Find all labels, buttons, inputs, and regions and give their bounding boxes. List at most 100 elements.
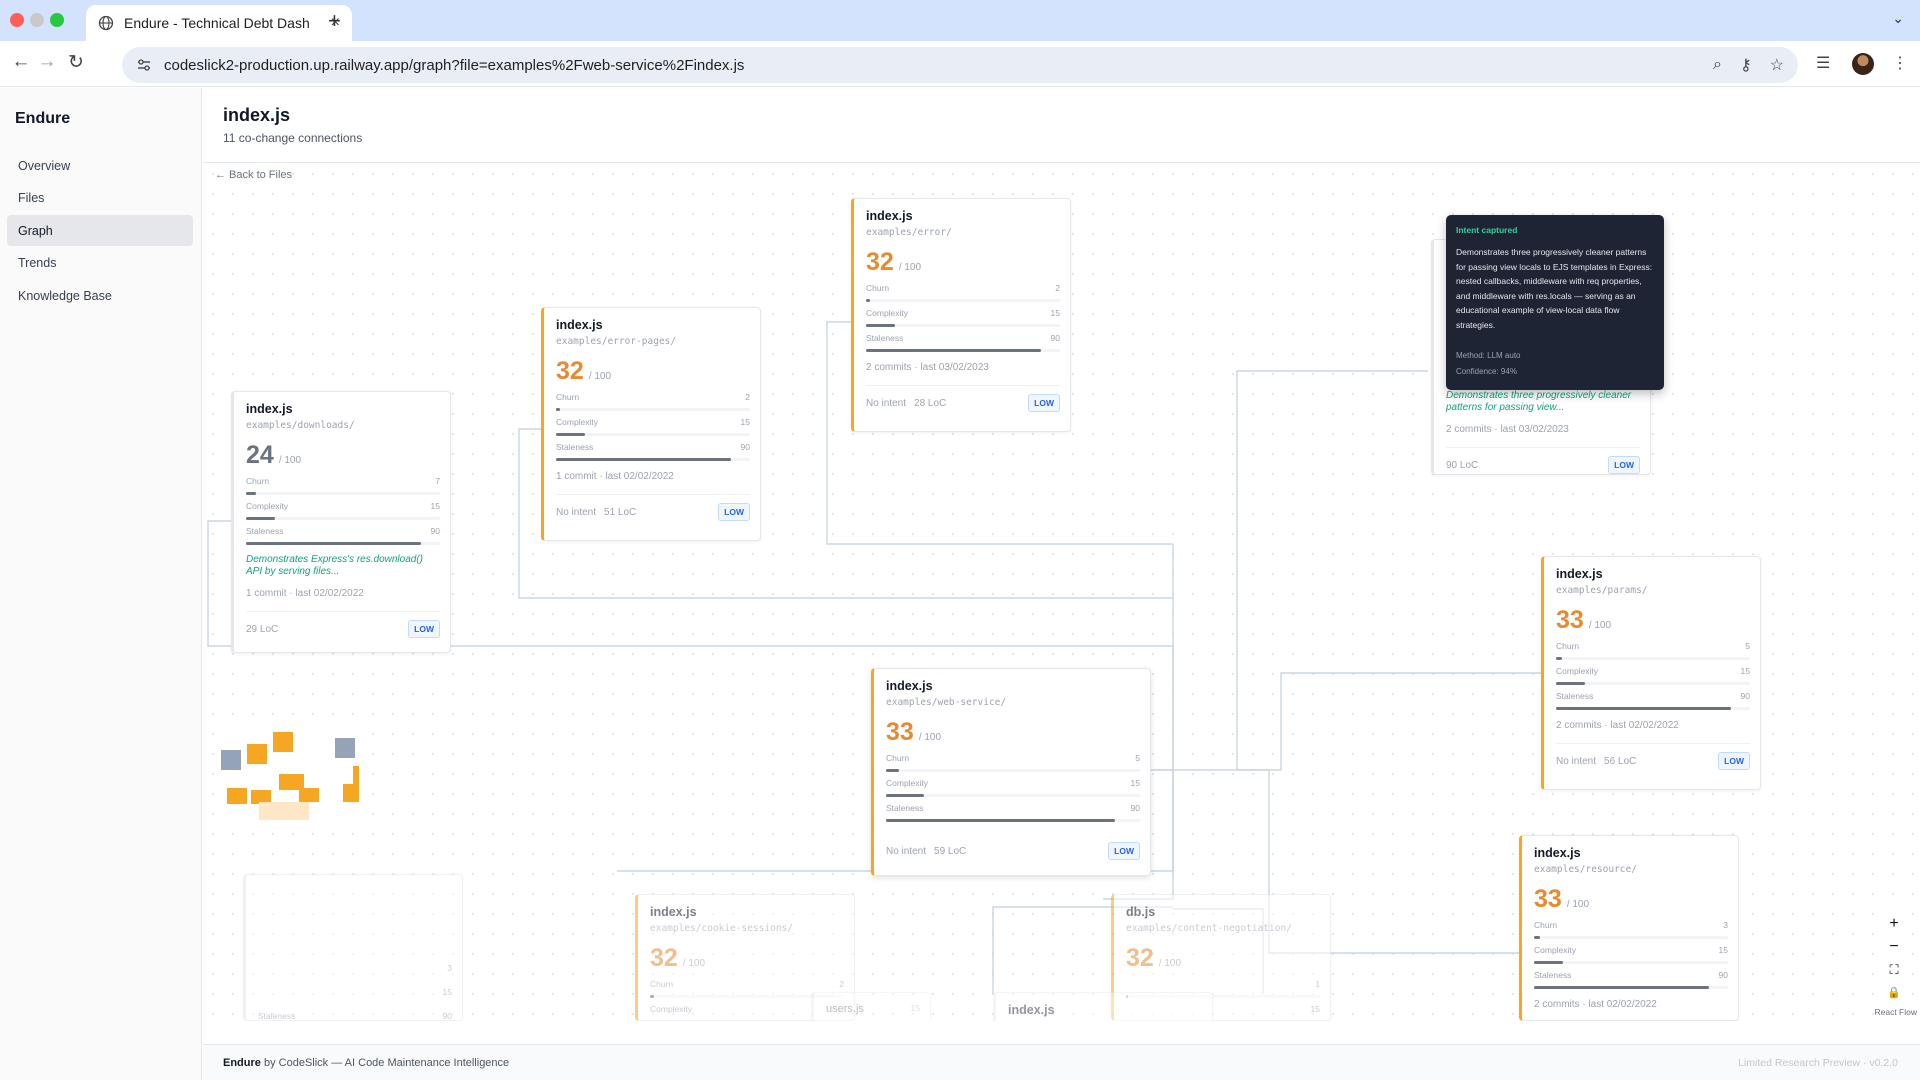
score-max: / 100 <box>278 455 302 466</box>
metric-label: Complexity <box>866 308 909 318</box>
address-bar[interactable]: codeslick2-production.up.railway.app/gra… <box>122 47 1798 83</box>
zoom-icon[interactable]: ⌕ <box>1712 56 1722 73</box>
sidebar-item-graph[interactable]: Graph <box>7 215 193 246</box>
tooltip-body: Demonstrates three progressively cleaner… <box>1456 247 1653 330</box>
metric-bar-fill <box>556 433 586 436</box>
maximize-window-button[interactable] <box>50 13 64 27</box>
metric-value: 15 <box>430 501 440 511</box>
no-intent-label: No intent <box>556 506 597 518</box>
forward-arrow-icon[interactable]: → <box>37 51 57 72</box>
metric-bar <box>1556 657 1750 660</box>
graph-canvas[interactable]: ← Back to Files index.js examples/downlo… <box>203 164 1920 1021</box>
back-arrow-icon[interactable]: ← <box>11 51 31 72</box>
metric-row-2: 15 <box>258 987 452 997</box>
metric-churn: 1 <box>1126 979 1320 998</box>
metric-bar-fill <box>866 299 870 302</box>
fit-view-button[interactable]: ⛶ <box>1882 958 1906 981</box>
node-commits: 2 commits · last 02/02/2022 <box>1534 999 1657 1010</box>
metric-label: Staleness <box>1556 691 1594 701</box>
metric-bar-fill <box>886 794 925 797</box>
node-hidden-area <box>258 885 452 957</box>
metric-value: 1 <box>1315 979 1320 989</box>
minimap-node <box>343 784 359 802</box>
score-max: / 100 <box>682 958 706 969</box>
minimap-node <box>353 766 359 786</box>
metric-bar-fill <box>1556 682 1586 685</box>
minimap-node <box>251 790 271 804</box>
tooltip-method: Method: LLM auto <box>1456 351 1521 360</box>
metric-value: 15 <box>1130 778 1140 788</box>
zoom-in-button[interactable]: + <box>1882 912 1906 935</box>
graph-node-web-service[interactable]: index.js examples/web-service/ 33/ 100 C… <box>871 668 1151 876</box>
globe-icon <box>98 15 114 31</box>
node-commits: 2 commits · last 03/02/2023 <box>866 362 989 373</box>
site-settings-icon[interactable] <box>136 57 152 73</box>
graph-node-resource[interactable]: index.js examples/resource/ 33/ 100 Chur… <box>1519 835 1739 1021</box>
metric-value: 2 <box>1055 283 1060 293</box>
app-footer: Endure by CodeSlick — AI Code Maintenanc… <box>203 1044 1920 1080</box>
node-commits: 1 commit · last 02/02/2022 <box>246 588 364 599</box>
key-icon[interactable]: ⚷ <box>1739 57 1752 74</box>
lock-icon[interactable]: 🔒 <box>1882 981 1906 1004</box>
metric-bar <box>866 349 1060 352</box>
reading-list-icon[interactable]: ☰ <box>1816 55 1831 72</box>
tab-search-chevron-icon[interactable]: ⌄ <box>1892 10 1904 26</box>
metric-bar-fill <box>556 408 560 411</box>
react-flow-attribution[interactable]: React Flow <box>1874 1007 1917 1017</box>
footer-brand: Endure <box>223 1057 261 1069</box>
minimap-node <box>273 732 293 752</box>
new-tab-button[interactable]: + <box>328 8 341 33</box>
metric-bar-fill <box>246 542 421 545</box>
graph-node-error-pages[interactable]: index.js examples/error-pages/ 32/ 100 C… <box>541 307 761 541</box>
browser-tab[interactable]: Endure - Technical Debt Dash × <box>86 5 352 41</box>
graph-node-downloads[interactable]: index.js examples/downloads/ 24/ 100 Chu… <box>231 391 451 653</box>
graph-node-content-negotiation[interactable]: db.js examples/content-negotiation/ 32/ … <box>1111 894 1331 1021</box>
sidebar-item-trends[interactable]: Trends <box>18 256 57 270</box>
metric-value: 2 <box>745 392 750 402</box>
bookmark-star-icon[interactable]: ☆ <box>1769 57 1784 74</box>
metric-value: 5 <box>1745 641 1750 651</box>
node-path: examples/web-service/ <box>886 697 1007 708</box>
metric-bar-fill <box>886 769 899 772</box>
sidebar-item-files[interactable]: Files <box>18 191 45 205</box>
profile-avatar[interactable] <box>1852 53 1874 75</box>
metric-label: Complexity <box>886 778 929 788</box>
minimize-window-button[interactable] <box>30 13 44 27</box>
score-value: 32 <box>650 944 678 972</box>
footer-version: Limited Research Preview · v0.2.0 <box>1738 1057 1898 1069</box>
browser-menu-icon[interactable]: ⋮ <box>1892 55 1908 72</box>
metric-label: Staleness <box>258 1011 296 1021</box>
close-window-button[interactable] <box>10 13 24 27</box>
close-tab-icon[interactable]: × <box>330 14 340 31</box>
risk-badge: LOW <box>1108 842 1140 860</box>
metric-value: 90 <box>740 442 750 452</box>
metric-label: Churn <box>886 753 910 763</box>
zoom-out-button[interactable]: − <box>1882 935 1906 958</box>
reload-icon[interactable]: ↻ <box>68 52 84 73</box>
node-score: 32/ 100 <box>556 357 750 386</box>
node-score: 33/ 100 <box>1534 885 1728 914</box>
back-to-files-link[interactable]: ← Back to Files <box>215 169 293 181</box>
minimap[interactable] <box>215 718 359 820</box>
node-path: examples/content-negotiation/ <box>1126 923 1292 934</box>
sidebar-item-knowledge-base[interactable]: Knowledge Base <box>18 288 112 303</box>
node-score: 32/ 100 <box>866 248 1060 277</box>
tooltip-heading: Intent captured <box>1456 225 1518 235</box>
graph-node-stacked[interactable]: index.js <box>993 992 1213 1021</box>
tooltip-meta: Method: LLM auto Confidence: 94% <box>1456 348 1654 380</box>
sidebar-item-overview[interactable]: Overview <box>18 158 71 173</box>
footer-by: by CodeSlick — AI Code Maintenance Intel… <box>263 1057 510 1069</box>
graph-node-cookie-sessions[interactable]: index.js examples/cookie-sessions/ 32/ 1… <box>635 894 855 1021</box>
metric-bar-fill <box>1556 707 1731 710</box>
minimap-node <box>335 738 355 758</box>
metric-bar <box>866 299 1060 302</box>
